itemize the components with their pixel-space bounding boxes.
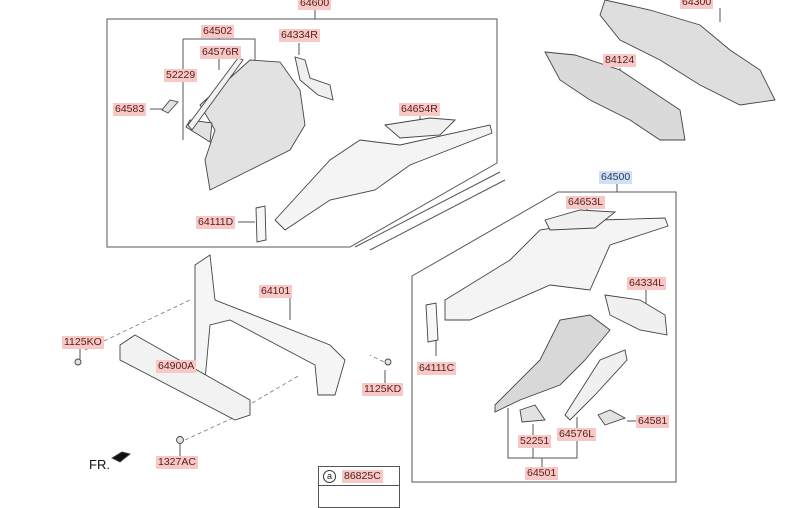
label-64900A[interactable]: 64900A bbox=[156, 360, 197, 373]
label-64583[interactable]: 64583 bbox=[113, 103, 147, 116]
label-64653L[interactable]: 64653L bbox=[566, 196, 606, 209]
label-1125KO[interactable]: 1125KO bbox=[62, 336, 104, 349]
label-64111C[interactable]: 64111C bbox=[417, 362, 457, 375]
label-64334L[interactable]: 64334L bbox=[627, 277, 667, 290]
front-direction-indicator: FR. bbox=[89, 457, 110, 472]
label-84124[interactable]: 84124 bbox=[603, 54, 637, 67]
label-64581[interactable]: 64581 bbox=[636, 415, 670, 428]
label-64101[interactable]: 64101 bbox=[259, 285, 293, 298]
legend-marker: a bbox=[323, 469, 336, 483]
label-64111D[interactable]: 64111D bbox=[196, 216, 236, 229]
part-front-end-module-carrier bbox=[194, 254, 346, 396]
label-64654R[interactable]: 64654R bbox=[399, 103, 440, 116]
label-86825C[interactable]: 86825C bbox=[342, 469, 383, 483]
assembly-box-64600 bbox=[106, 10, 498, 248]
label-52251[interactable]: 52251 bbox=[518, 435, 552, 448]
part-wheel-house-right bbox=[199, 59, 306, 191]
legend-box: a 86825C bbox=[318, 466, 400, 508]
label-64502[interactable]: 64502 bbox=[201, 25, 235, 38]
label-64501[interactable]: 64501 bbox=[525, 467, 559, 480]
label-52229[interactable]: 52229 bbox=[164, 69, 198, 82]
part-front-side-member-left bbox=[444, 217, 669, 321]
label-1125KD[interactable]: 1125KD bbox=[362, 383, 404, 396]
label-1327AC[interactable]: 1327AC bbox=[156, 456, 198, 469]
part-dash-panel bbox=[599, 0, 776, 106]
part-wheel-house-left bbox=[494, 314, 611, 413]
label-64334R[interactable]: 64334R bbox=[279, 29, 320, 42]
label-64600[interactable]: 64600 bbox=[298, 0, 332, 10]
part-bumper-beam bbox=[119, 334, 251, 421]
label-64576L[interactable]: 64576L bbox=[557, 428, 597, 441]
label-64576R[interactable]: 64576R bbox=[200, 46, 241, 59]
label-64500[interactable]: 64500 bbox=[599, 171, 633, 184]
label-64300[interactable]: 64300 bbox=[680, 0, 714, 9]
part-front-side-member-right bbox=[274, 124, 493, 231]
